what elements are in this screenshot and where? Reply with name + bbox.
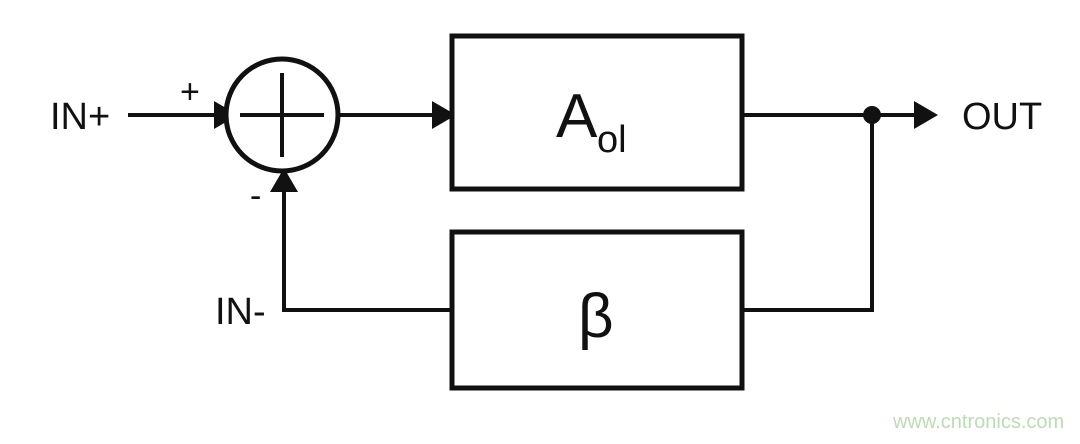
- output-terminal-label: OUT: [962, 96, 1042, 138]
- input-sign-plus-label: +: [180, 73, 200, 111]
- input-terminal-label: IN+: [50, 96, 110, 138]
- arrowhead-to-output: [914, 101, 938, 129]
- watermark-text: www.cntronics.com: [892, 411, 1064, 433]
- forward-gain-block[interactable]: [449, 33, 745, 192]
- forward-gain-label: A: [556, 82, 598, 151]
- output-tap-node: [863, 106, 881, 124]
- feedback-gain-block[interactable]: [449, 229, 745, 391]
- forward-gain-subscript-label: ol: [597, 119, 627, 161]
- feedback-gain-label: β: [578, 282, 614, 351]
- arrowhead-into-sum-feedback: [270, 168, 298, 192]
- feedback-sign-minus-label: -: [250, 177, 261, 215]
- feedback-terminal-label: IN-: [215, 291, 266, 333]
- arrowhead-into-forward-block: [432, 101, 456, 129]
